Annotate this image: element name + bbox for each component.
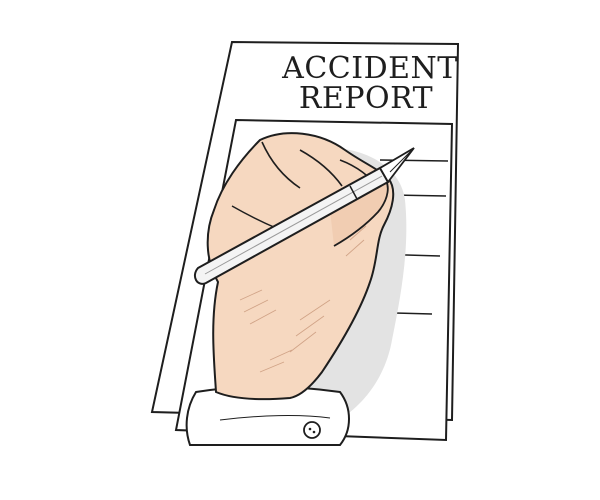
report-title-line-1: ACCIDENT [281,51,458,86]
cuff-button [303,421,321,439]
shirt-sleeve [185,385,350,446]
report-title-line-2: REPORT [299,81,433,116]
form-line [379,159,449,162]
fountain-pen [194,147,415,285]
